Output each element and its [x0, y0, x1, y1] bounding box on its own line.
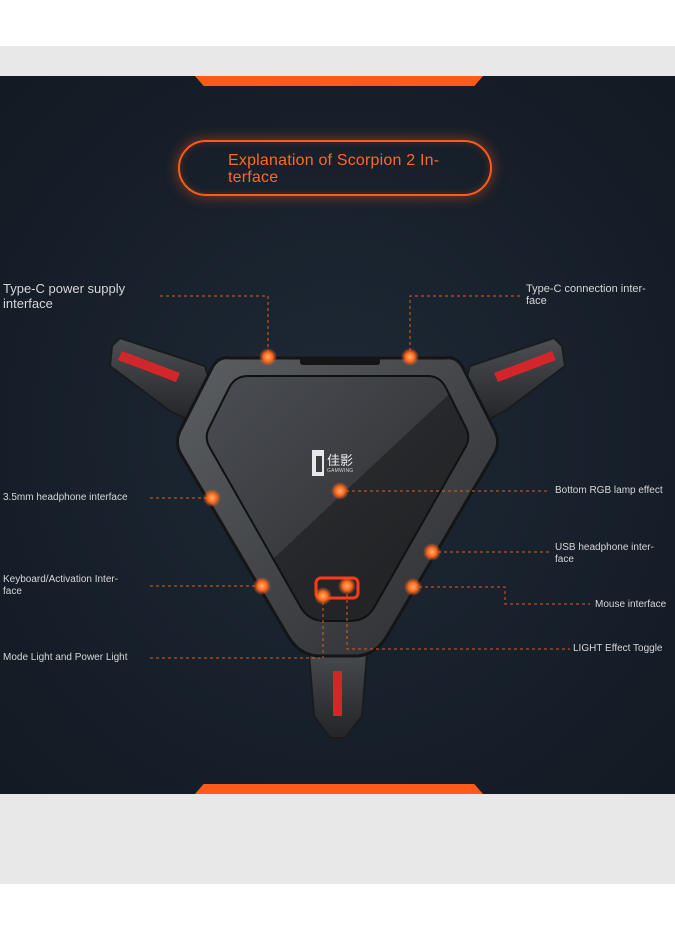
label-type-c-power: Type-C power supply interface — [3, 281, 126, 311]
brand-name-cn: 佳影 — [327, 454, 354, 469]
page-title: Explanation of Scorpion 2 In- terface — [228, 152, 440, 186]
top-port-slot — [300, 357, 380, 365]
label-mouse: Mouse interface — [595, 599, 667, 610]
brand-name-en: GAMWING — [327, 468, 354, 474]
top-gray-band — [0, 46, 675, 76]
bottom-arm — [306, 640, 370, 739]
label-keyboard-activation: Keyboard/Activation Inter- face — [3, 574, 119, 597]
bottom-gray-band — [0, 794, 675, 884]
label-mode-light: Mode Light and Power Light — [3, 652, 128, 663]
scorpion-device-illustration — [108, 295, 590, 739]
top-glow-bar — [195, 76, 483, 86]
label-usb-headphone: USB headphone inter- face — [555, 542, 654, 565]
leader-lines — [150, 295, 590, 659]
callout-dots — [203, 348, 441, 605]
brand-logo — [312, 450, 324, 476]
light-toggle-button — [314, 576, 360, 600]
label-headphone-35: 3.5mm headphone interface — [3, 492, 128, 503]
product-panel: Explanation of Scorpion 2 In- terface — [0, 76, 675, 794]
bottom-glow-bar — [195, 784, 483, 794]
label-light-toggle: LIGHT Effect Toggle — [573, 643, 663, 654]
title-pill: Explanation of Scorpion 2 In- terface — [178, 140, 492, 196]
label-type-c-connection: Type-C connection inter- face — [526, 283, 646, 307]
label-bottom-rgb: Bottom RGB lamp effect — [555, 485, 663, 496]
